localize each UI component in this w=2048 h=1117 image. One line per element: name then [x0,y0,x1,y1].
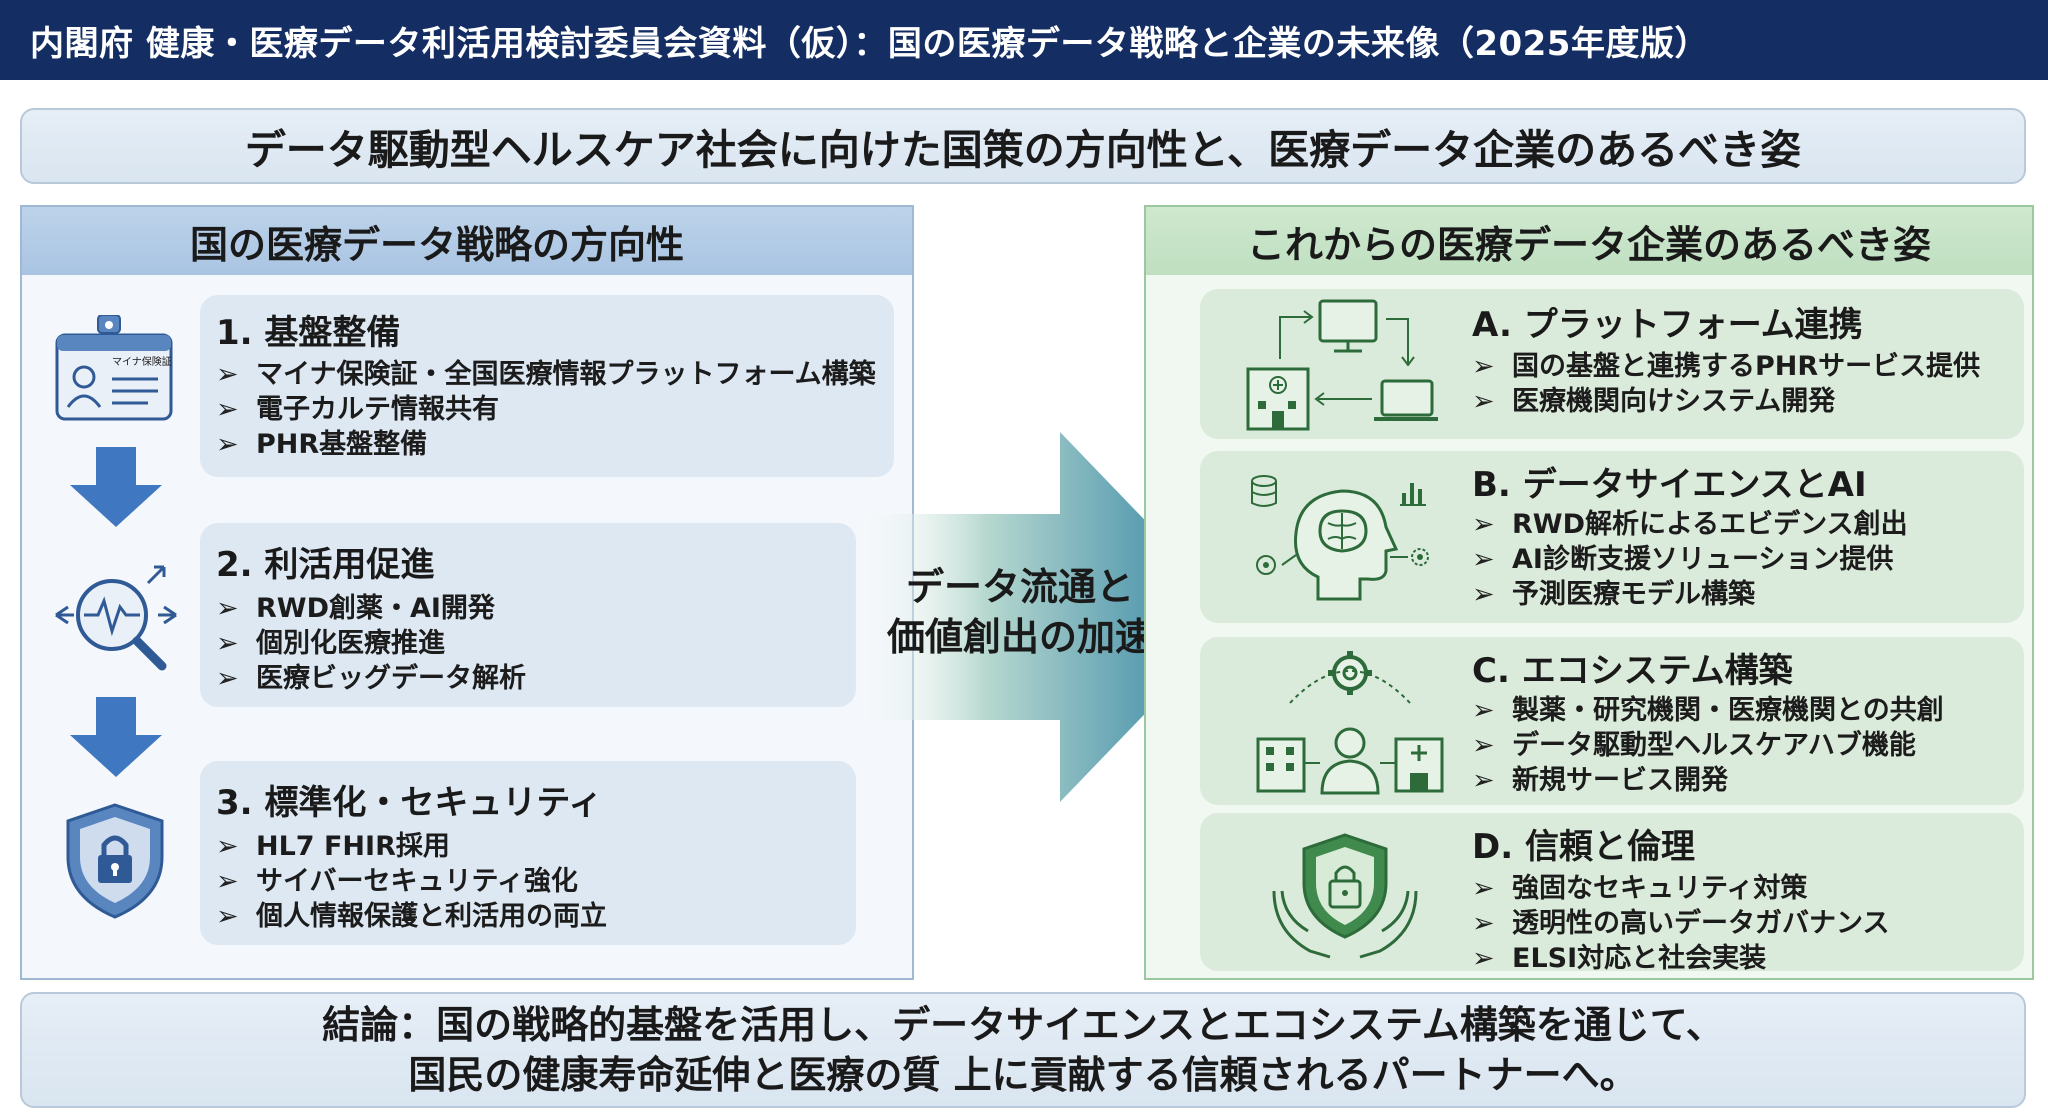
list-item: ➢ELSI対応と社会実装 [1472,943,1767,974]
acceleration-label-line1: データ流通と [905,565,1134,609]
list-item: ➢AI診断支援ソリューション提供 [1472,544,1894,575]
list-item: ➢製薬・研究機関・医療機関との共創 [1472,695,1944,726]
list-item: ➢電子カルテ情報共有 [216,394,499,425]
list-item: ➢国の基盤と連携するPHRサービス提供 [1472,351,1981,382]
national-strategy-panel: 国の医療データ戦略の方向性 1. 基盤整備 ➢マイナ保険証・全国医療情報プラット… [20,205,914,980]
list-item: ➢HL7 FHIR採用 [216,831,450,862]
document-title: 内閣府 健康・医療データ利活用検討委員会資料（仮）：国の医療データ戦略と企業の未… [30,23,1709,64]
down-arrow-icon [66,447,166,533]
conclusion-line1: 結論：国の戦略的基盤を活用し、データサイエンスとエコシステム構築を通じて、 [322,1003,1724,1047]
company-vision-header: これからの医療データ企業のあるべき姿 [1146,207,2032,275]
headline-text: データ駆動型ヘルスケア社会に向けた国策の方向性と、医療データ企業のあるべき姿 [244,126,1802,174]
list-item: ➢強固なセキュリティ対策 [1472,873,1808,904]
list-item: ➢予測医療モデル構築 [1472,579,1755,610]
ecosystem-icon [1250,643,1450,803]
strategy-card-title: 1. 基盤整備 [216,313,401,353]
strategy-card-items: ➢マイナ保険証・全国医療情報プラットフォーム構築 ➢電子カルテ情報共有 ➢PHR… [216,357,876,462]
platform-network-icon [1240,297,1440,437]
list-item: ➢透明性の高いデータガバナンス [1472,908,1890,939]
acceleration-label: データ流通と 価値創出の加速 [860,562,1180,662]
list-item: ➢PHR基盤整備 [216,429,428,460]
vision-card-ecosystem: C. エコシステム構築 ➢製薬・研究機関・医療機関との共創 ➢データ駆動型ヘルス… [1200,637,2024,805]
svg-text:マイナ保険証: マイナ保険証 [112,355,172,368]
vision-card-datascience: B. データサイエンスとAI ➢RWD解析によるエビデンス創出 ➢AI診断支援ソ… [1200,451,2024,623]
document-title-bar: 内閣府 健康・医療データ利活用検討委員会資料（仮）：国の医療データ戦略と企業の未… [0,0,2048,80]
strategy-card-items: ➢RWD創薬・AI開発 ➢個別化医療推進 ➢医療ビッグデータ解析 [216,591,526,696]
vision-card-title: B. データサイエンスとAI [1472,465,1867,505]
list-item: ➢マイナ保険証・全国医療情報プラットフォーム構築 [216,359,876,390]
list-item: ➢医療ビッグデータ解析 [216,663,526,694]
company-vision-title: これからの医療データ企業のあるべき姿 [1246,222,1931,267]
list-item: ➢医療機関向けシステム開発 [1472,386,1836,417]
list-item: ➢新規サービス開発 [1472,765,1728,796]
strategy-card-infrastructure: 1. 基盤整備 ➢マイナ保険証・全国医療情報プラットフォーム構築 ➢電子カルテ情… [200,295,894,477]
shield-lock-icon [62,801,168,925]
acceleration-label-line2: 価値創出の加速 [886,615,1153,659]
list-item: ➢個別化医療推進 [216,628,445,659]
list-item: ➢RWD解析によるエビデンス創出 [1472,509,1908,540]
vision-card-platform: A. プラットフォーム連携 ➢国の基盤と連携するPHRサービス提供 ➢医療機関向… [1200,289,2024,439]
vision-card-trust: D. 信頼と倫理 ➢強固なセキュリティ対策 ➢透明性の高いデータガバナンス ➢E… [1200,813,2024,974]
vision-card-title: D. 信頼と倫理 [1472,827,1695,867]
down-arrow-icon [66,697,166,783]
strategy-card-items: ➢HL7 FHIR採用 ➢サイバーセキュリティ強化 ➢個人情報保護と利活用の両立 [216,829,607,934]
magnifier-pulse-icon [52,553,182,687]
list-item: ➢RWD創薬・AI開発 [216,593,495,624]
national-strategy-title: 国の医療データ戦略の方向性 [189,222,684,267]
vision-card-items: ➢国の基盤と連携するPHRサービス提供 ➢医療機関向けシステム開発 [1472,349,1980,419]
acceleration-arrow-icon [850,428,1240,810]
list-item: ➢データ駆動型ヘルスケアハブ機能 [1472,730,1916,761]
vision-card-title: A. プラットフォーム連携 [1472,305,1863,345]
vision-card-items: ➢製薬・研究機関・医療機関との共創 ➢データ駆動型ヘルスケアハブ機能 ➢新規サー… [1472,693,1944,798]
conclusion-banner: 結論：国の戦略的基盤を活用し、データサイエンスとエコシステム構築を通じて、 国民… [20,992,2026,1108]
list-item: ➢個人情報保護と利活用の両立 [216,901,607,932]
vision-card-title: C. エコシステム構築 [1472,651,1793,691]
ai-head-icon [1250,469,1440,613]
strategy-card-title: 3. 標準化・セキュリティ [216,783,603,823]
strategy-card-title: 2. 利活用促進 [216,545,435,585]
id-card-icon: マイナ保険証 [54,314,174,429]
vision-card-items: ➢強固なセキュリティ対策 ➢透明性の高いデータガバナンス ➢ELSI対応と社会実… [1472,871,1889,976]
strategy-card-standardization: 3. 標準化・セキュリティ ➢HL7 FHIR採用 ➢サイバーセキュリティ強化 … [200,761,856,945]
conclusion-line2: 国民の健康寿命延伸と医療の質 上に貢献する信頼されるパートナーへ。 [408,1053,1638,1097]
vision-card-items: ➢RWD解析によるエビデンス創出 ➢AI診断支援ソリューション提供 ➢予測医療モ… [1472,507,1908,612]
strategy-card-utilization: 2. 利活用促進 ➢RWD創薬・AI開発 ➢個別化医療推進 ➢医療ビッグデータ解… [200,523,856,707]
hands-shield-icon [1270,831,1420,965]
headline-banner: データ駆動型ヘルスケア社会に向けた国策の方向性と、医療データ企業のあるべき姿 [20,108,2026,184]
list-item: ➢サイバーセキュリティ強化 [216,866,578,897]
national-strategy-header: 国の医療データ戦略の方向性 [22,207,912,275]
company-vision-panel: これからの医療データ企業のあるべき姿 A. プラットフォーム連携 ➢国の基盤と連… [1144,205,2034,980]
